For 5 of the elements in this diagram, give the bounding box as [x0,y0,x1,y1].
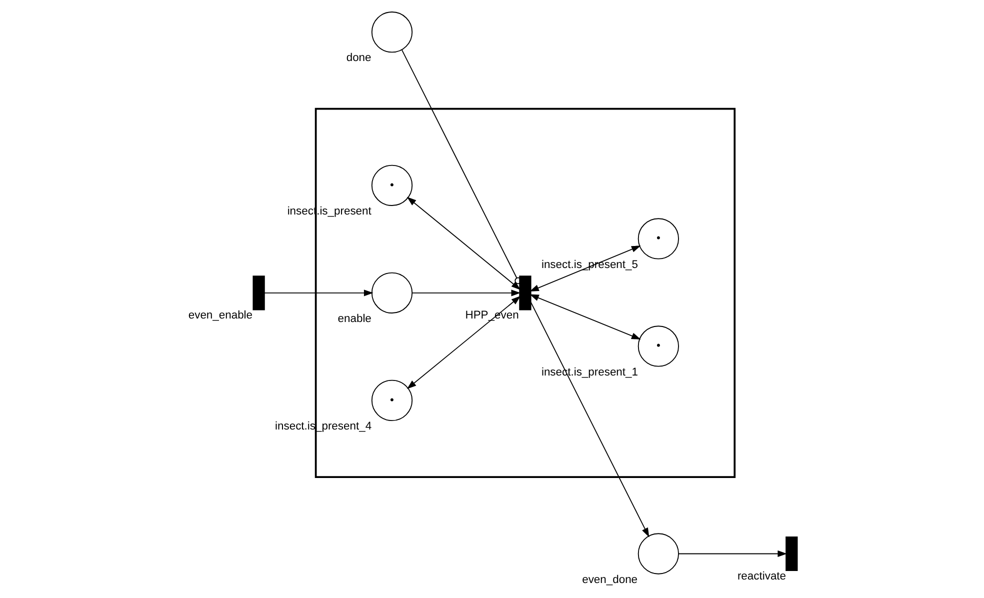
node-label: reactivate [736,570,786,583]
node-label: enable [337,312,371,325]
node-label: even_done [582,574,638,586]
node-label: done [346,52,371,64]
node-label: even_enable [188,310,252,322]
